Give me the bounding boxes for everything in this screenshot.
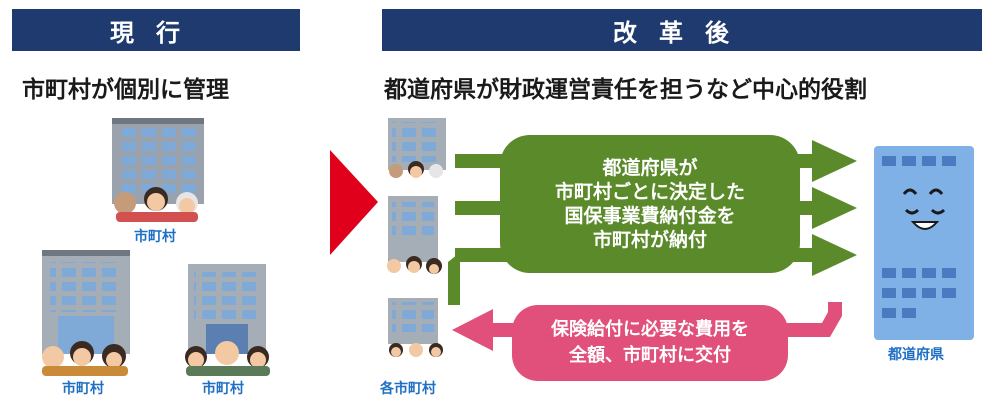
header-current: 現行 bbox=[12, 9, 300, 51]
payment-line-1: 都道府県が bbox=[602, 157, 698, 179]
people-icon bbox=[185, 341, 270, 376]
building-icon bbox=[388, 196, 438, 262]
building-icon bbox=[388, 118, 446, 170]
label-prefecture: 都道府県 bbox=[888, 347, 944, 363]
header-reform-text: 改革後 bbox=[613, 18, 751, 47]
people-icon bbox=[389, 161, 443, 178]
grant-box: 保険給付に必要な費用を 全額、市町村に交付 bbox=[512, 305, 788, 381]
header-current-text: 現行 bbox=[110, 18, 202, 47]
payment-line-2: 市町村ごとに決定した bbox=[554, 181, 745, 203]
grant-line-2: 全額、市町村に交付 bbox=[569, 345, 731, 366]
building-icon bbox=[112, 118, 204, 204]
grant-line-1: 保険給付に必要な費用を bbox=[551, 319, 749, 340]
payment-box: 都道府県が 市町村ごとに決定した 国保事業費納付金を 市町村が納付 bbox=[500, 135, 800, 273]
prefecture-building-icon bbox=[874, 146, 974, 340]
payment-line-4: 市町村が納付 bbox=[592, 229, 707, 251]
label-city-right: 市町村 bbox=[202, 381, 244, 397]
people-icon bbox=[387, 256, 442, 274]
payment-line-3: 国保事業費納付金を bbox=[564, 205, 736, 227]
header-reform: 改革後 bbox=[382, 9, 982, 51]
people-icon bbox=[42, 341, 128, 376]
people-icon bbox=[389, 343, 443, 357]
subtitle-reform: 都道府県が財政運営責任を担うなど中心的役割 bbox=[384, 77, 867, 103]
label-city-left: 市町村 bbox=[62, 381, 104, 397]
building-icon bbox=[188, 264, 266, 354]
building-icon bbox=[42, 250, 130, 354]
transition-arrow-icon bbox=[330, 150, 378, 255]
label-city-top: 市町村 bbox=[134, 229, 176, 245]
people-icon bbox=[114, 187, 198, 222]
subtitle-current: 市町村が個別に管理 bbox=[22, 77, 229, 103]
label-each-city: 各市町村 bbox=[380, 381, 436, 397]
building-icon bbox=[388, 298, 438, 344]
